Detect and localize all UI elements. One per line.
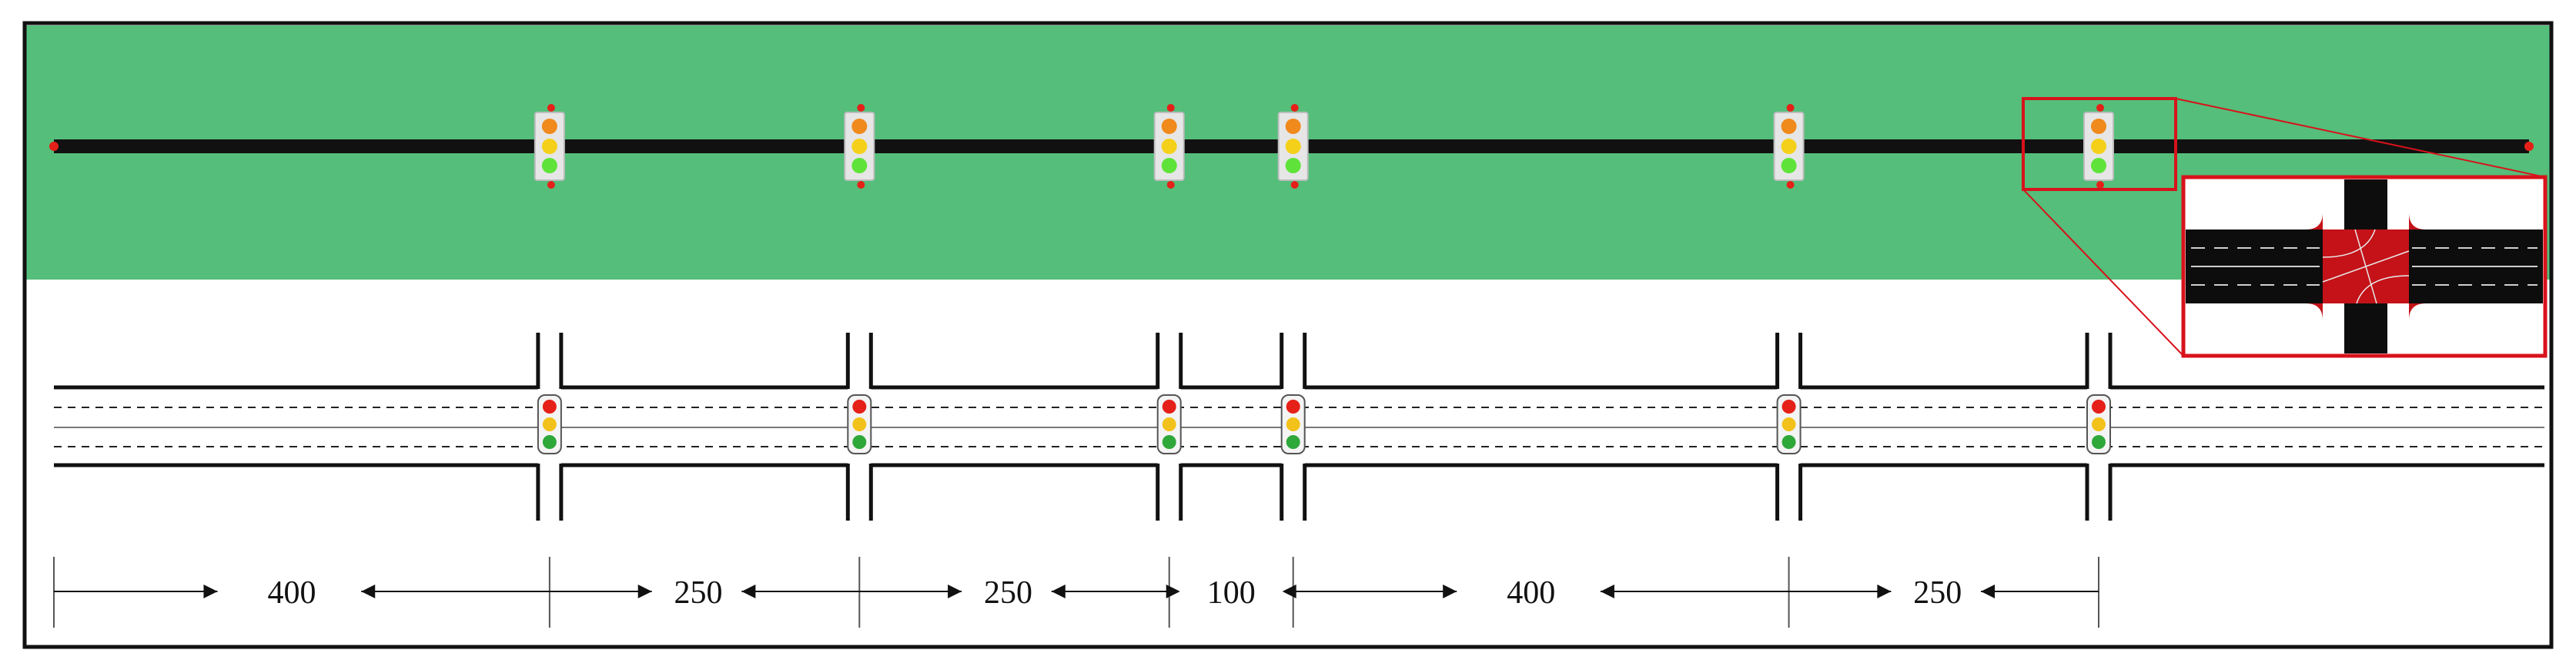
signal-red-lamp	[541, 119, 557, 134]
inset-curb	[2409, 213, 2426, 229]
signal-red-lamp	[1781, 119, 1797, 134]
inset-curb	[2409, 303, 2426, 320]
signal-yellow-lamp	[1286, 417, 1300, 431]
signal-yellow-lamp	[2091, 139, 2106, 154]
segment-length-label: 250	[984, 575, 1032, 611]
signal-yellow-lamp	[1781, 417, 1796, 431]
arrow-left-icon	[1051, 585, 1066, 598]
traffic-light-icon	[1277, 104, 1309, 189]
signal-marker	[1786, 104, 1795, 112]
signal-red-lamp	[851, 119, 868, 134]
traffic-light-icon	[1776, 394, 1802, 454]
segment-length-label: 250	[674, 575, 723, 611]
simulation-view	[26, 25, 2550, 358]
signal-red-lamp	[1161, 119, 1177, 134]
signal-marker	[857, 181, 865, 189]
intersection-inset-icon	[2181, 175, 2548, 358]
traffic-light-icon	[1156, 394, 1182, 454]
road-endpoint	[49, 142, 59, 151]
inset-curb	[2306, 303, 2323, 320]
signal-green-lamp	[1286, 435, 1300, 449]
signal-marker	[1166, 104, 1175, 112]
signal-green-lamp	[1161, 158, 1177, 173]
signal-green-lamp	[851, 158, 868, 173]
traffic-light-icon	[847, 394, 872, 454]
signal-yellow-lamp	[1162, 417, 1176, 431]
signal-marker	[1786, 181, 1795, 189]
signal-marker	[1166, 181, 1175, 189]
signal-green-lamp	[852, 435, 867, 449]
traffic-light-icon	[1773, 104, 1805, 189]
inset-turn-paths	[2322, 229, 2410, 304]
signal-green-lamp	[541, 158, 557, 173]
signal-yellow-lamp	[541, 139, 557, 154]
signal-marker	[857, 104, 865, 112]
signal-marker	[2096, 181, 2104, 189]
signal-yellow-lamp	[1781, 139, 1797, 154]
signal-green-lamp	[2091, 158, 2106, 173]
signal-yellow-lamp	[852, 417, 867, 431]
arrow-right-icon	[1443, 585, 1457, 598]
arrow-right-icon	[948, 585, 962, 598]
traffic-light-icon	[534, 104, 565, 189]
arrow-right-icon	[1166, 585, 1180, 598]
figure-frame	[22, 21, 2554, 649]
signal-green-lamp	[1162, 435, 1176, 449]
signal-yellow-lamp	[542, 417, 557, 431]
callout-line	[2175, 98, 2546, 178]
signal-green-lamp	[1781, 158, 1797, 173]
signal-red-lamp	[1286, 400, 1300, 414]
segment-length-label: 400	[1507, 575, 1555, 611]
traffic-light-icon	[537, 394, 562, 454]
signal-marker	[1290, 181, 1299, 189]
arrow-left-icon	[1282, 585, 1296, 598]
inset-curb	[2306, 213, 2323, 229]
lane-sketch	[54, 333, 2544, 521]
arrow-right-icon	[637, 585, 652, 598]
signal-red-lamp	[1162, 400, 1176, 414]
signal-red-lamp	[1781, 400, 1796, 414]
arrow-right-icon	[1877, 585, 1892, 598]
traffic-light-icon	[844, 104, 875, 189]
signal-marker	[2096, 104, 2104, 112]
signal-green-lamp	[1781, 435, 1796, 449]
signal-red-lamp	[542, 400, 557, 414]
signal-red-lamp	[2091, 119, 2106, 134]
signal-green-lamp	[1285, 158, 1301, 173]
segment-length-label: 100	[1207, 575, 1256, 611]
arrow-right-icon	[203, 585, 218, 598]
arrow-left-icon	[1600, 585, 1614, 598]
traffic-light-icon	[1280, 394, 1306, 454]
traffic-light-icon	[1153, 104, 1185, 189]
signal-yellow-lamp	[851, 139, 868, 154]
signal-green-lamp	[542, 435, 557, 449]
signal-red-lamp	[1285, 119, 1301, 134]
traffic-light-icon	[2086, 394, 2111, 454]
road-endpoint	[2524, 142, 2534, 151]
signal-marker	[1290, 104, 1299, 112]
highlight-box	[2022, 97, 2177, 191]
segment-length-label: 400	[268, 575, 316, 611]
signal-yellow-lamp	[1285, 139, 1301, 154]
arrow-left-icon	[741, 585, 756, 598]
traffic-light-icon	[2083, 104, 2114, 189]
signal-yellow-lamp	[2092, 417, 2106, 431]
arrow-left-icon	[361, 585, 376, 598]
arrow-left-icon	[1981, 585, 1996, 598]
dimension-line: 400 250 250 100 400 250	[53, 557, 2099, 628]
callout-line	[2022, 189, 2184, 357]
signal-green-lamp	[2092, 435, 2106, 449]
signal-marker	[547, 181, 555, 189]
signal-red-lamp	[2092, 400, 2106, 414]
signal-marker	[547, 104, 555, 112]
segment-length-label: 250	[1913, 575, 1962, 611]
signal-red-lamp	[852, 400, 867, 414]
signal-yellow-lamp	[1161, 139, 1177, 154]
